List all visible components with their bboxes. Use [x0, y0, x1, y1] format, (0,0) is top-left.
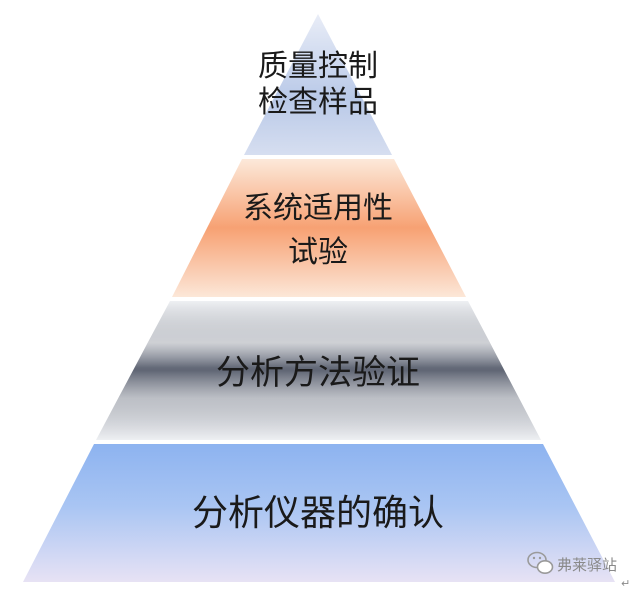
- tier-1-label-line-1: 质量控制: [258, 49, 378, 84]
- tier-4-label: 分析仪器的确认: [192, 493, 444, 534]
- watermark-text: 弗莱驿站: [557, 556, 617, 574]
- tier-2-label-line-2: 试验: [288, 235, 348, 270]
- pyramid-tier-2-shape: [172, 159, 466, 297]
- wechat-icon: [527, 551, 554, 574]
- pyramid-tier-1-shape: [244, 14, 392, 155]
- watermark: 弗莱驿站 ↵: [527, 551, 630, 590]
- pyramid-tier-3-sheen: [96, 301, 541, 440]
- tier-3-label: 分析方法验证: [216, 353, 420, 393]
- tier-1-label-line-2: 检查样品: [258, 85, 378, 120]
- tier-2-label-line-1: 系统适用性: [243, 191, 393, 226]
- pyramid-tier-4-shape: [23, 444, 615, 582]
- return-mark-icon: ↵: [621, 577, 630, 590]
